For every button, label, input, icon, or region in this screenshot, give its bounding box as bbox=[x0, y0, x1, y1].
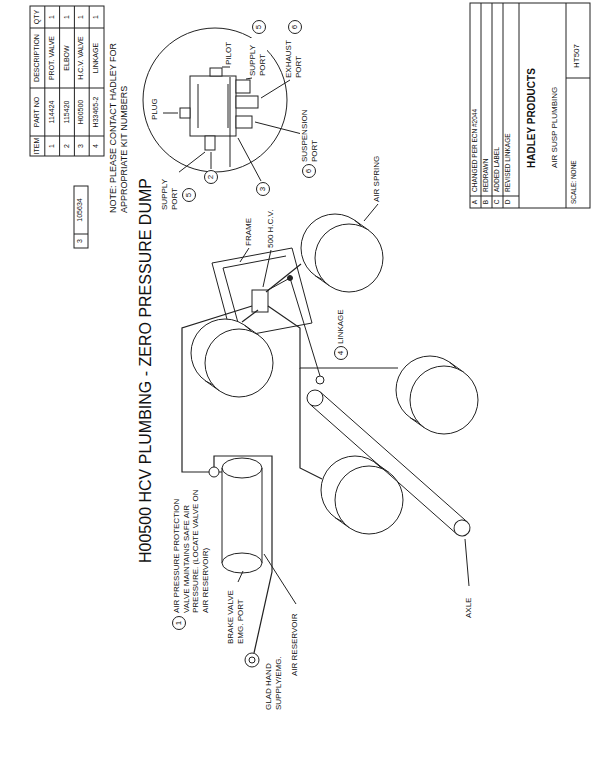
table-cell: H33465-2 bbox=[92, 88, 100, 136]
table-cell: PROT. VALVE bbox=[48, 28, 56, 88]
air-line bbox=[182, 264, 398, 653]
table-cell: 1 bbox=[92, 6, 100, 28]
callout-number: 5 bbox=[182, 188, 196, 202]
revision-cell: ADDED LABEL bbox=[493, 12, 501, 192]
table-cell: 1 bbox=[48, 6, 56, 28]
glad-hand bbox=[245, 653, 259, 667]
part-label: PLUG bbox=[150, 90, 160, 120]
revision-cell: C bbox=[493, 197, 501, 207]
revision-cell: D bbox=[504, 197, 512, 207]
part-label: SUSPENSION PORT bbox=[300, 106, 319, 162]
parts-table bbox=[30, 6, 104, 248]
table-cell: ITEM bbox=[33, 136, 41, 156]
part-label: AIR PRESSURE PROTECTION VALVE MAINTAINS … bbox=[172, 481, 210, 613]
table-cell: DESCRIPTION bbox=[33, 28, 41, 88]
table-cell: 1 bbox=[63, 6, 71, 28]
part-label: EXHAUST PORT bbox=[284, 36, 303, 78]
table-cell: 3 bbox=[77, 136, 85, 156]
table-cell: H.C.V. VALVE bbox=[77, 28, 85, 88]
table-cell: PART NO bbox=[33, 88, 41, 136]
part-label: FRAME bbox=[244, 206, 254, 246]
part-label: NOTE: PLEASE CONTACT HADLEY FOR APPROPRI… bbox=[108, 13, 130, 213]
air-reservoir bbox=[209, 458, 296, 604]
revision-cell: B bbox=[482, 197, 490, 207]
part-label: LINKAGE bbox=[336, 299, 346, 344]
air-spring bbox=[191, 319, 273, 397]
table-cell: 1 bbox=[77, 6, 85, 28]
table-cell: ELBOW bbox=[63, 28, 71, 88]
leader-line bbox=[364, 204, 378, 221]
table-cell: 4 bbox=[92, 136, 100, 156]
table-cell: 1 bbox=[48, 136, 56, 156]
callout-number: 6 bbox=[302, 164, 316, 178]
valve-detail bbox=[143, 28, 302, 181]
callout-number: 4 bbox=[334, 346, 348, 360]
callout-number: 6 bbox=[288, 20, 302, 34]
table-cell: 2 bbox=[63, 136, 71, 156]
title-block bbox=[470, 3, 590, 208]
table-cell: 114424 bbox=[48, 88, 56, 136]
air-spring bbox=[301, 214, 383, 292]
table-cell: LINKAGE bbox=[92, 28, 100, 88]
drawing-title: H00500 HCV PLUMBING - ZERO PRESSURE DUMP bbox=[136, 178, 155, 563]
part-label: AIR SUSP PLUMBING bbox=[550, 8, 560, 168]
part-label: SUPPLY PORT bbox=[248, 38, 267, 76]
callout-number: 1 bbox=[172, 616, 186, 630]
part-label: 500 H.C.V. bbox=[266, 198, 276, 248]
table-cell: 115420 bbox=[63, 88, 71, 136]
air-spring bbox=[396, 356, 478, 434]
revision-cell: REDRAWN bbox=[482, 12, 490, 192]
part-label: AIR SPRING bbox=[372, 142, 382, 202]
table-cell: QTY bbox=[33, 6, 41, 28]
revision-cell: CHANGED PER ECN #2044 bbox=[471, 12, 479, 192]
callout-number: 2 bbox=[204, 170, 218, 184]
revision-cell: REVISED LINKAGE bbox=[504, 12, 512, 192]
part-label: SUPPLY PORT bbox=[160, 170, 179, 210]
part-label: BRAKE VALVE EMG. PORT bbox=[226, 584, 245, 644]
part-label: HT507 bbox=[572, 8, 582, 68]
part-label: AIR RESERVOIR bbox=[290, 606, 300, 676]
part-label: HADLEY PRODUCTS bbox=[526, 8, 538, 168]
part-label: AXLE bbox=[464, 588, 474, 618]
callout-number: 3 bbox=[256, 182, 270, 196]
table-cell: 3 bbox=[76, 234, 84, 248]
part-label: GLAD HAND SUPPLY/EMG. bbox=[264, 644, 283, 710]
callout-number: 5 bbox=[252, 20, 266, 34]
part-label: SCALE: NONE bbox=[570, 114, 578, 204]
table-cell: 105634 bbox=[76, 186, 84, 234]
air-spring bbox=[321, 456, 403, 534]
table-cell: H00500 bbox=[77, 88, 85, 136]
part-label: PILOT bbox=[224, 35, 234, 65]
revision-cell: A bbox=[471, 197, 479, 207]
axle bbox=[307, 390, 473, 586]
